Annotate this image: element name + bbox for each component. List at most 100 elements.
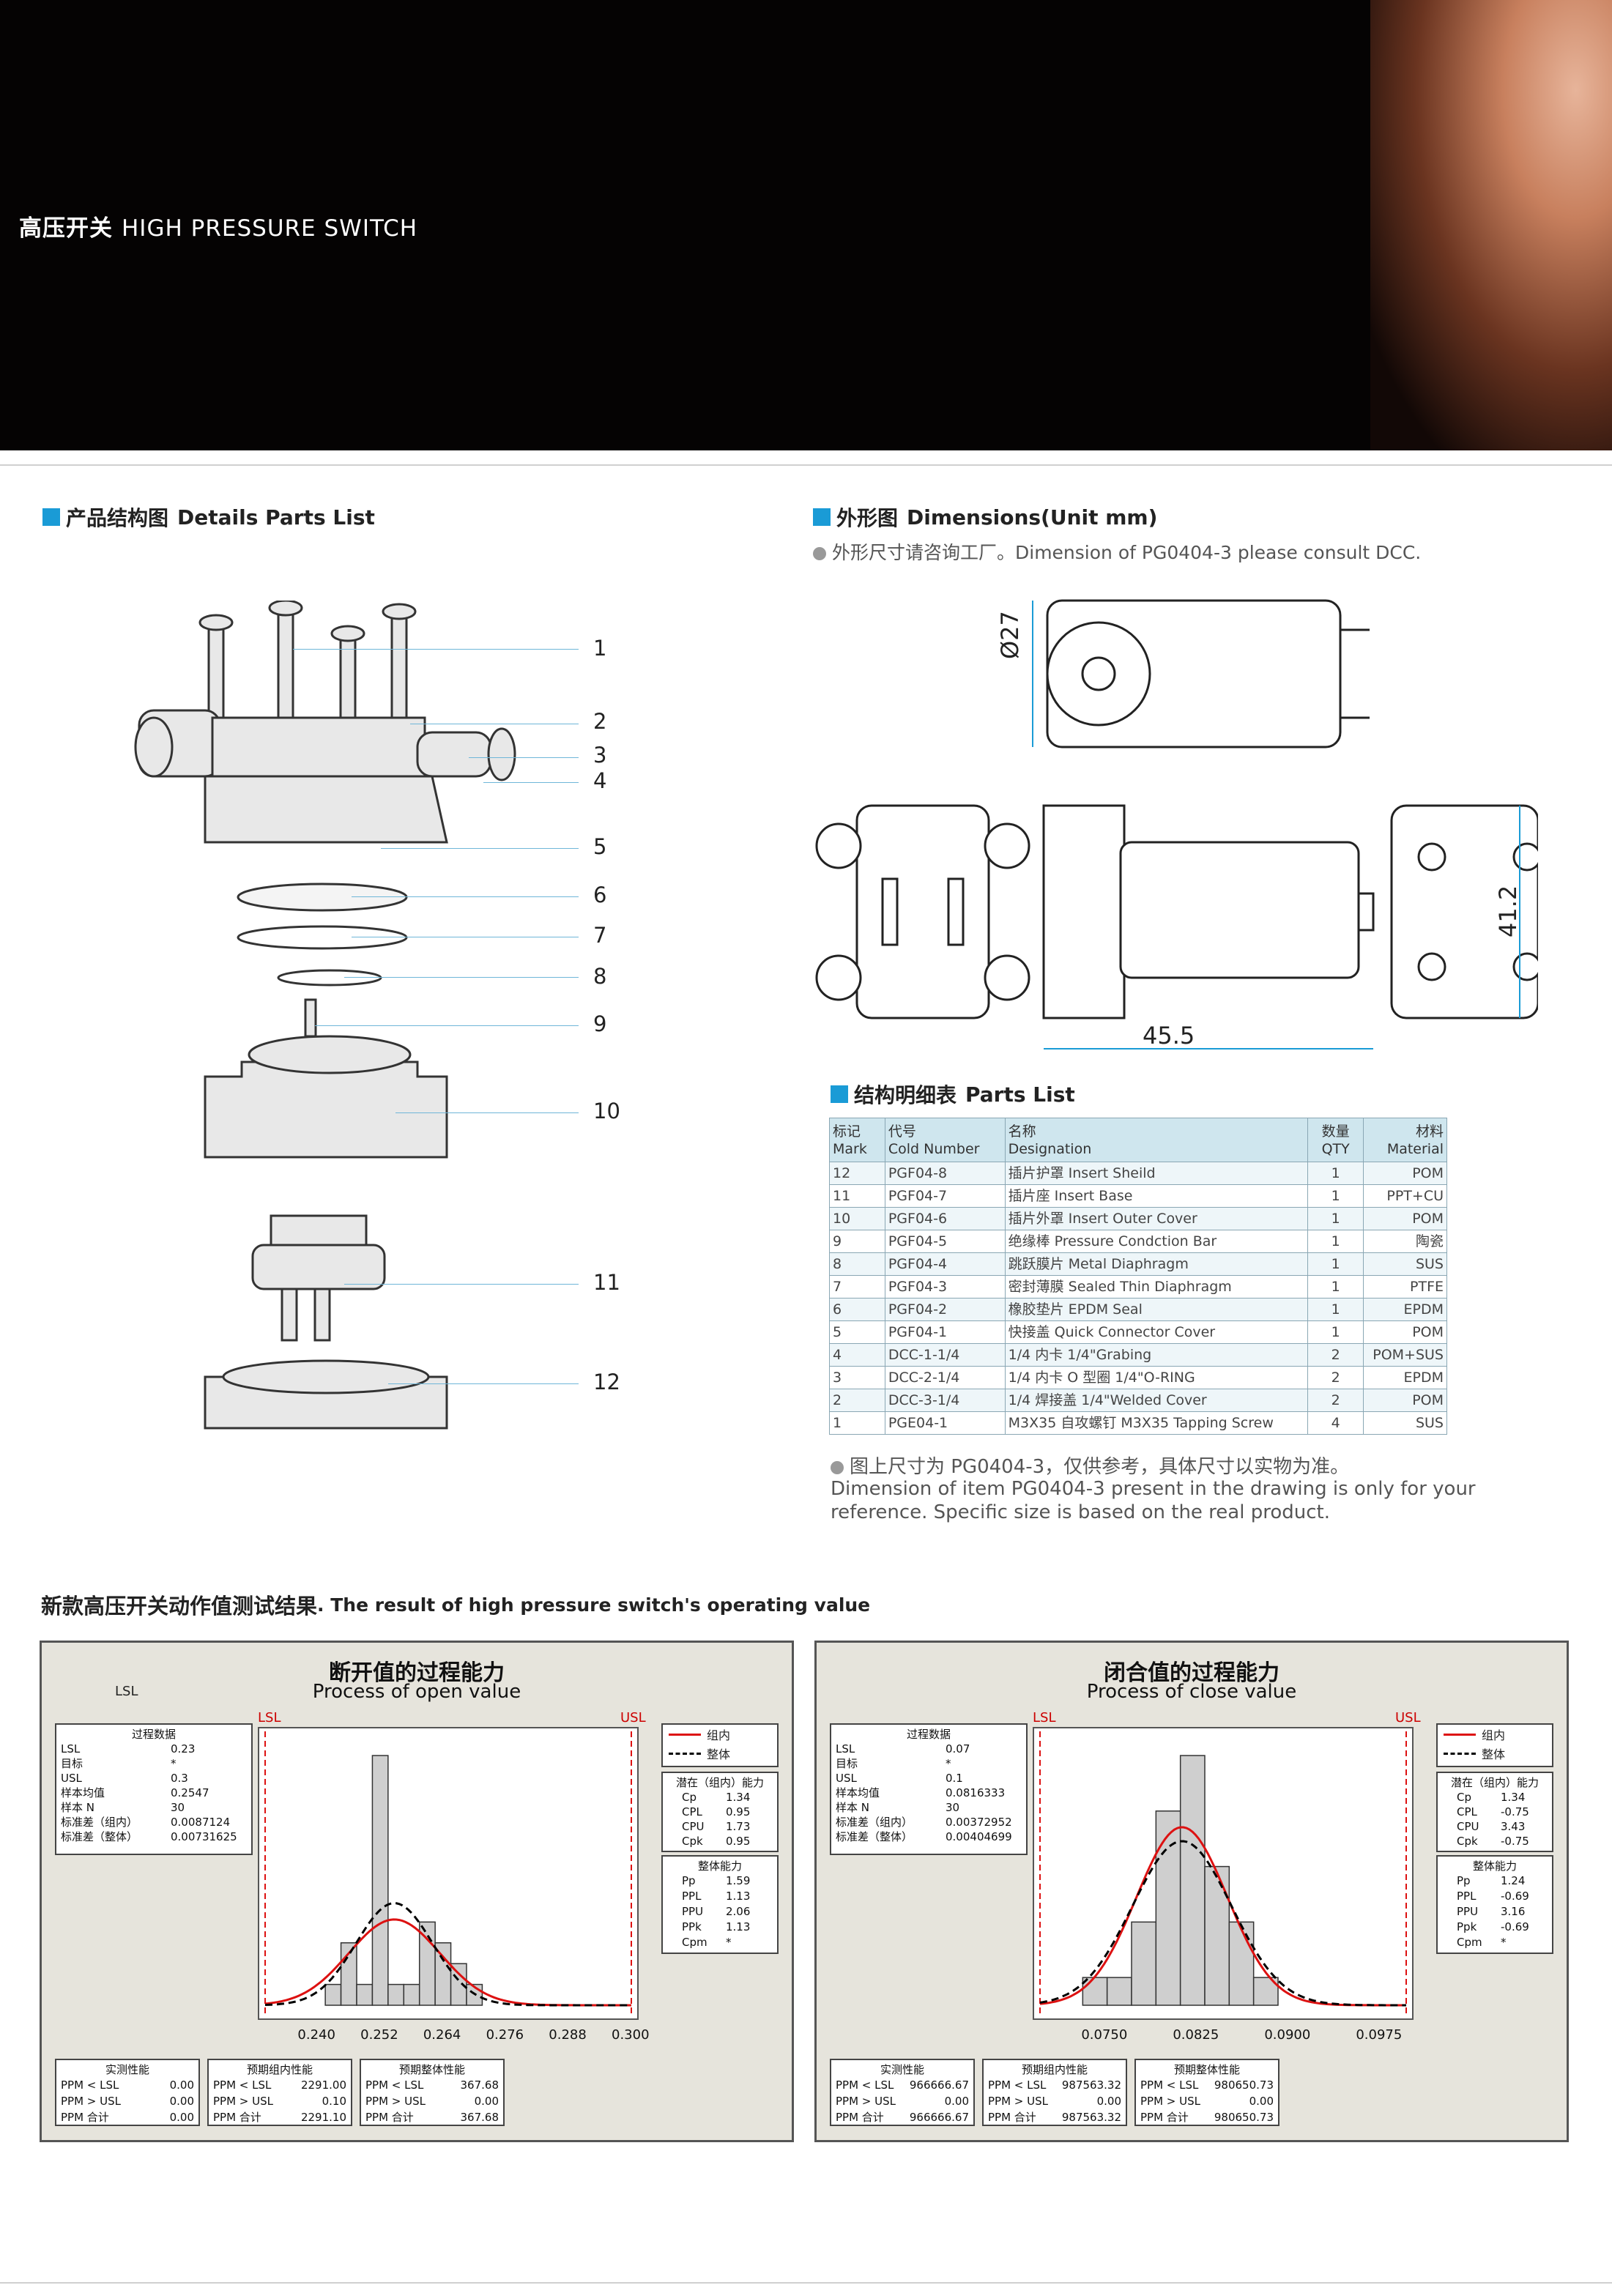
legend-swatch bbox=[1444, 1752, 1476, 1755]
stat-row: 标准差（整体）0.00404699 bbox=[831, 1829, 1026, 1844]
leader-line bbox=[483, 782, 579, 783]
header-cn: 代号 bbox=[888, 1123, 916, 1140]
cap-value: 3.43 bbox=[1501, 1820, 1526, 1833]
table-cell: PGF04-5 bbox=[884, 1230, 1006, 1253]
legend-item: 整体 bbox=[663, 1744, 777, 1763]
table-cell: 1 bbox=[1307, 1320, 1364, 1344]
histogram-svg bbox=[264, 1731, 632, 2015]
cap-value: -0.69 bbox=[1501, 1920, 1529, 1933]
stat-key: 目标 bbox=[836, 1757, 858, 1770]
table-cell: 6 bbox=[829, 1298, 885, 1321]
perf-key: PPM 合计 bbox=[365, 2111, 414, 2124]
legend-swatch bbox=[669, 1752, 701, 1755]
table-cell: SUS bbox=[1363, 1252, 1447, 1276]
table-cell: POM bbox=[1363, 1162, 1447, 1185]
perf-key: PPM > USL bbox=[213, 2095, 273, 2108]
perf-key: PPM < LSL bbox=[365, 2078, 424, 2092]
dim-height-41-2: 41.2 bbox=[1494, 885, 1522, 937]
legend-label: 组内 bbox=[1482, 1728, 1506, 1742]
capability-row: Cpm* bbox=[1438, 1935, 1552, 1950]
stat-key: USL bbox=[836, 1772, 857, 1785]
cap-value: -0.69 bbox=[1501, 1890, 1529, 1903]
panel-subtitle: Process of close value bbox=[1086, 1681, 1297, 1703]
header-cn: 数量 bbox=[1321, 1123, 1350, 1140]
stat-key: 目标 bbox=[61, 1757, 83, 1770]
capability-row: Cpk-0.75 bbox=[1438, 1834, 1552, 1849]
part-label-10: 10 bbox=[593, 1099, 620, 1123]
table-cell: DCC-1-1/4 bbox=[884, 1343, 1006, 1367]
table-cell: 8 bbox=[829, 1252, 885, 1276]
histogram-bar bbox=[387, 1983, 405, 2006]
lsl-marker-label: LSL bbox=[258, 1710, 281, 1725]
perf-value: 367.68 bbox=[460, 2111, 499, 2124]
table-cell: PPT+CU bbox=[1363, 1184, 1447, 1208]
perf-key: PPM 合计 bbox=[988, 2111, 1036, 2124]
x-tick-label: 0.288 bbox=[549, 2027, 587, 2043]
cap-value: 1.73 bbox=[726, 1820, 751, 1833]
parts-note-3: reference. Specific size is based on the… bbox=[831, 1501, 1330, 1523]
stat-value: 0.00372952 bbox=[946, 1816, 1012, 1829]
table-cell: 1 bbox=[1307, 1162, 1364, 1185]
stat-key: USL bbox=[61, 1772, 82, 1785]
table-cell: 2 bbox=[1307, 1343, 1364, 1367]
header-en: Cold Number bbox=[888, 1140, 980, 1157]
x-tick-label: 0.0825 bbox=[1173, 2027, 1219, 2043]
perf-value: 980650.73 bbox=[1214, 2078, 1274, 2092]
stat-value: 0.1 bbox=[946, 1772, 963, 1785]
stat-value: 0.2547 bbox=[171, 1786, 209, 1799]
perf-key: PPM > USL bbox=[365, 2095, 426, 2108]
table-cell: 快接盖 Quick Connector Cover bbox=[1004, 1320, 1309, 1344]
legend-label: 整体 bbox=[707, 1747, 731, 1761]
table-cell: 1/4 内卡 1/4"Grabing bbox=[1004, 1343, 1309, 1367]
table-cell: POM+SUS bbox=[1363, 1343, 1447, 1367]
table-cell: 4 bbox=[1307, 1411, 1364, 1435]
table-cell: 1/4 焊接盖 1/4"Welded Cover bbox=[1004, 1389, 1309, 1412]
banner-photo bbox=[1370, 0, 1612, 450]
dim-diameter-27: Ø27 bbox=[996, 611, 1024, 659]
table-cell: 陶瓷 bbox=[1363, 1230, 1447, 1253]
stat-row: USL 0.1 bbox=[831, 1771, 1026, 1786]
part-label-9: 9 bbox=[593, 1011, 607, 1036]
histogram-bar bbox=[324, 1983, 342, 2006]
x-tick-label: 0.0900 bbox=[1264, 2027, 1311, 2043]
cap-value: 1.59 bbox=[726, 1874, 751, 1887]
table-cell: 1 bbox=[829, 1411, 885, 1435]
results-title-en: . The result of high pressure switch's o… bbox=[317, 1594, 871, 1616]
legend-item: 整体 bbox=[1438, 1744, 1552, 1763]
leader-line bbox=[395, 1112, 579, 1113]
process-data-title: 过程数据 bbox=[131, 1728, 176, 1741]
overall-curve bbox=[1039, 1840, 1406, 2007]
dimensions-heading: 外形图 Dimensions(Unit mm) bbox=[813, 502, 1157, 532]
stat-key: 样本 N bbox=[61, 1801, 94, 1814]
cap-key: PPU bbox=[682, 1905, 704, 1918]
perf-value: 987563.32 bbox=[1061, 2111, 1121, 2124]
dimensions-title-en: Dimensions(Unit mm) bbox=[907, 505, 1158, 530]
table-cell: EPDM bbox=[1363, 1298, 1447, 1321]
results-heading: 新款高压开关动作值测试结果. The result of high pressu… bbox=[41, 1589, 870, 1620]
header-en: Material bbox=[1386, 1140, 1444, 1157]
perf-key: PPM > USL bbox=[61, 2095, 121, 2108]
details-title-en: Details Parts List bbox=[177, 505, 375, 530]
table-cell: PGF04-4 bbox=[884, 1252, 1006, 1276]
stat-value: 0.0087124 bbox=[171, 1816, 231, 1829]
table-cell: EPDM bbox=[1363, 1366, 1447, 1389]
